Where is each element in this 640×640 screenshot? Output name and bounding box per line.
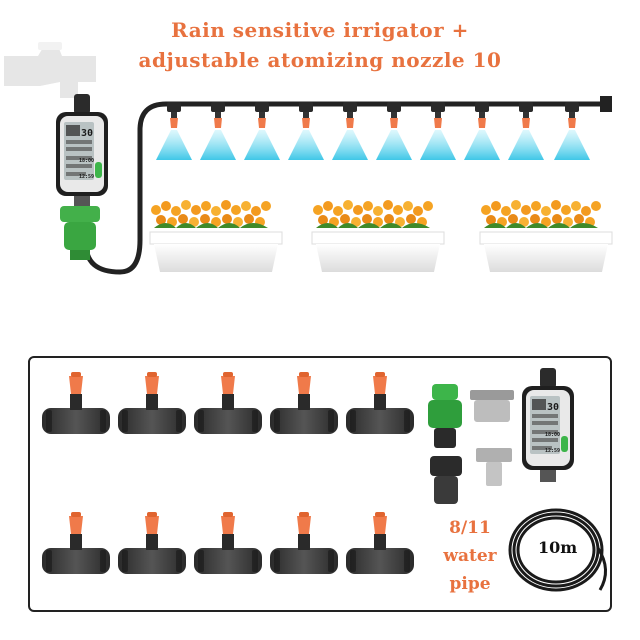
- timer-clock-2: 12:59: [79, 174, 94, 180]
- coiled-water-pipe: [508, 508, 607, 592]
- timer-big-digits: 30: [81, 128, 93, 139]
- kit-contents-frame: [28, 356, 612, 612]
- planter-1: [149, 200, 283, 272]
- pipe-word-water: water: [443, 546, 497, 566]
- headline-line-2: adjustable atomizing nozzle 10: [138, 48, 502, 72]
- timer-clock-2: 12:59: [545, 448, 560, 454]
- pipe-length-label: 10m: [536, 538, 580, 558]
- thread-adapter-1: [470, 390, 514, 422]
- thread-adapter-2: [476, 448, 512, 486]
- quick-connector: [428, 384, 462, 448]
- planter-2: [311, 200, 445, 272]
- faucet-graphic: [4, 42, 96, 98]
- pipe-spec-label: 8/11: [449, 518, 491, 538]
- timer-big-digits: 30: [547, 402, 559, 413]
- timer-clock-1: 18:00: [545, 432, 560, 438]
- pipe-word-pipe: pipe: [449, 574, 491, 594]
- headline-line-1: Rain sensitive irrigator +: [171, 18, 469, 42]
- hose-connector: [430, 456, 462, 504]
- planter-3: [479, 200, 613, 272]
- distribution-pipe: [83, 101, 603, 275]
- timer-clock-1: 18:00: [79, 158, 94, 164]
